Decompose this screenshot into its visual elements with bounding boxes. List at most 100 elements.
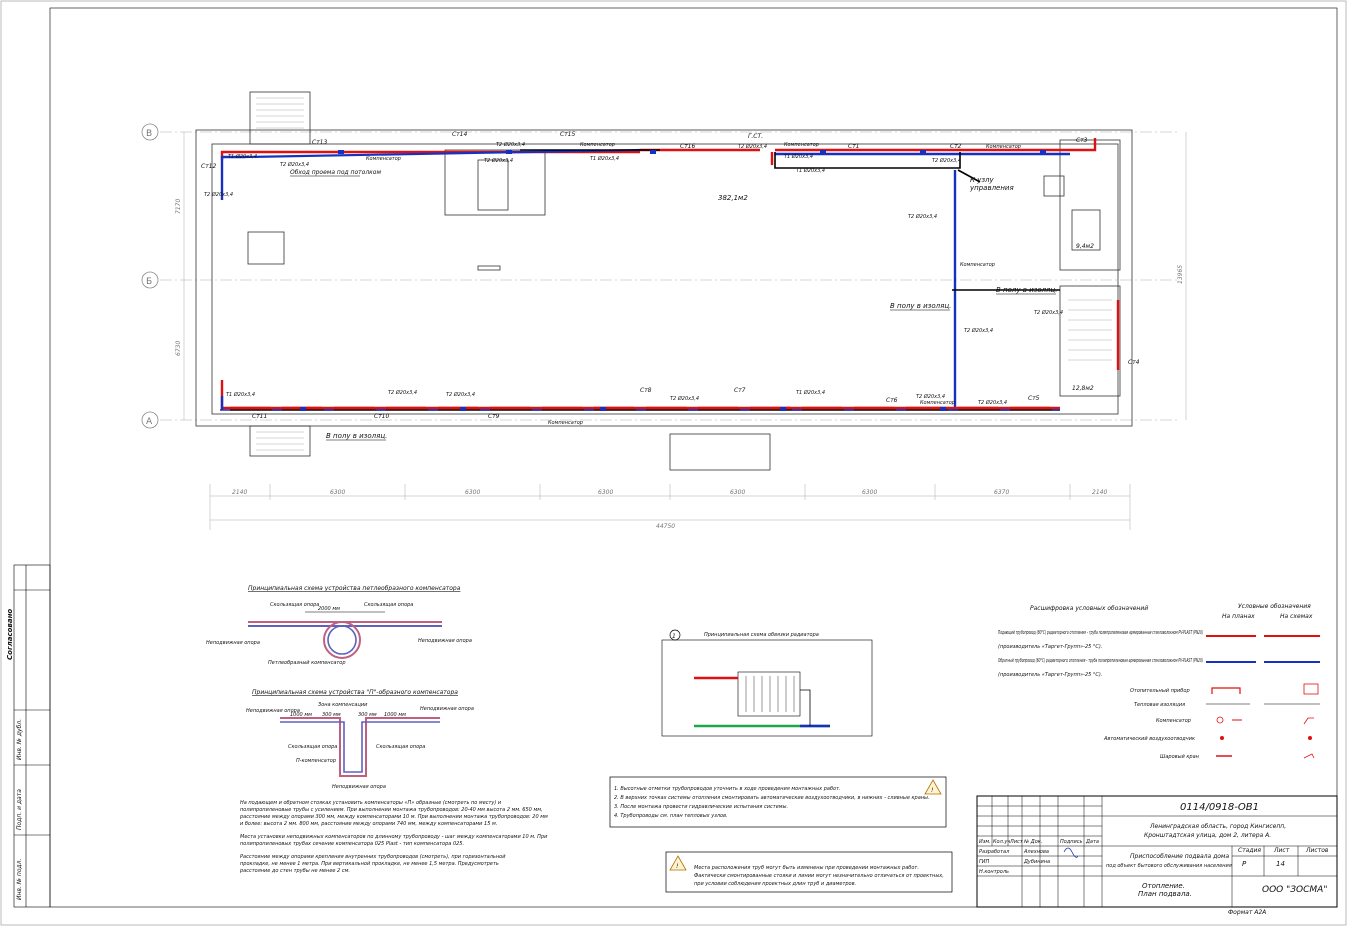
legend-supply: Подающий трубопровод (80°С) радиаторного… bbox=[998, 630, 1203, 636]
legend-supply-2: (производитель «Таргет-Групп»-25 °С). bbox=[998, 644, 1102, 650]
scheme2-title: Принципиальная схема устройства "П"-обра… bbox=[252, 689, 458, 696]
stoyak-label: Ст13 bbox=[312, 139, 328, 146]
pipe-label: Т1 Ø20х3,4 bbox=[796, 167, 825, 174]
side-agreed: Согласовано bbox=[6, 609, 14, 660]
pipe-label: Т1 Ø20х3,4 bbox=[784, 153, 813, 160]
scheme2-label: 300 мм bbox=[322, 712, 341, 718]
note-kompensator: Компенсатор bbox=[366, 156, 401, 162]
pipe-label: Т2 Ø20х3,4 bbox=[978, 399, 1007, 406]
stamp-sheets-head: Листов bbox=[1305, 847, 1329, 854]
legend-return: Обратный трубопровод (60°С) радиаторного… bbox=[998, 658, 1203, 664]
warning-line: при условии соблюдения проектных длин тр… bbox=[694, 881, 856, 887]
stamp-head: Подпись bbox=[1060, 839, 1083, 845]
warning-line: Места расположения труб могут быть измен… bbox=[694, 865, 919, 871]
stamp-stage-head: Стадия bbox=[1238, 847, 1261, 854]
dim-left-lower: 6730 bbox=[175, 341, 182, 356]
scheme2-label: Неподвижная опора bbox=[246, 708, 300, 714]
pipe-label: Т1 Ø20х3,4 bbox=[796, 389, 825, 396]
dim-segment: 6370 bbox=[994, 489, 1009, 496]
stamp-stage: Р bbox=[1242, 860, 1247, 868]
stoyak-label: Ст16 bbox=[680, 143, 696, 150]
dim-segment: 2140 bbox=[232, 489, 247, 496]
axis-top: В bbox=[146, 129, 152, 139]
pipe-label: Т2 Ø20х3,4 bbox=[484, 157, 513, 164]
scheme2-label: Неподвижная опора bbox=[420, 706, 474, 712]
note-k-uzlu: К узлу bbox=[970, 176, 995, 184]
scheme2-label: 1000 мм bbox=[384, 712, 406, 718]
dim-segment: 6300 bbox=[465, 489, 480, 496]
pipe-label: Т2 Ø20х3,4 bbox=[496, 141, 525, 148]
stairs-top-left bbox=[249, 91, 311, 145]
stamp-sheet: 14 bbox=[1276, 860, 1285, 868]
scheme2-label: Неподвижная опора bbox=[332, 784, 386, 790]
note-kompensator: Компенсатор bbox=[960, 262, 995, 268]
scheme2-label: Скользящая опора bbox=[288, 744, 337, 750]
stamp-code: 0114/0918-ОВ1 bbox=[1180, 802, 1259, 813]
frame-border bbox=[49, 7, 1338, 908]
dim-left-upper: 7170 bbox=[175, 199, 182, 214]
legend-row: Шаровый кран bbox=[1160, 754, 1200, 760]
stairs-center bbox=[444, 149, 546, 216]
scheme-loop-compensator: Принципиальная схема устройства петлеобр… bbox=[206, 585, 472, 666]
legend-row: Компенсатор bbox=[1156, 718, 1191, 724]
signature-mark bbox=[1063, 847, 1079, 858]
scheme-radiator: 1 Принципиальная схема обвязки радиатора bbox=[661, 629, 873, 737]
legend-row: Отопительный прибор bbox=[1130, 688, 1190, 694]
dim-segment: 6300 bbox=[730, 489, 745, 496]
stoyak-label: Ст14 bbox=[452, 131, 468, 138]
loop-circle bbox=[323, 621, 361, 659]
note-kompensator: Компенсатор bbox=[548, 420, 583, 426]
stamp-name: Алехнова bbox=[1023, 849, 1049, 855]
side-inv2: Инв. № подл. bbox=[16, 859, 23, 900]
legend-row: Автоматический воздухоотводчик bbox=[1103, 736, 1195, 742]
text-line: На подающем и обратном стояках установит… bbox=[240, 800, 502, 806]
warning-icon bbox=[924, 779, 942, 795]
text-line: расстояние до стен трубы не менее 2 см. bbox=[239, 868, 350, 874]
stoyak-label: Ст3 bbox=[1076, 137, 1088, 144]
stamp-object-1: Приспособление подвала дома bbox=[1130, 853, 1229, 860]
stamp-head: Кол.уч bbox=[993, 839, 1010, 845]
note-kompensator: Компенсатор bbox=[580, 142, 615, 148]
scheme1-label: 2000 мм bbox=[318, 606, 340, 612]
pipe-label: Т2 Ø20х3,4 bbox=[670, 395, 699, 402]
stoyak-label: Ст6 bbox=[886, 397, 898, 404]
stoyak-label: Ст10 bbox=[374, 413, 390, 420]
stoyak-label: Ст8 bbox=[640, 387, 652, 394]
stamp-head: Дата bbox=[1085, 839, 1099, 845]
pipe-label: Т2 Ø20х3,4 bbox=[738, 143, 767, 150]
building-inner bbox=[211, 143, 1119, 415]
note-obhod: Обход проема под потолком bbox=[290, 169, 381, 176]
stamp-address-2: Кронштадтская улица, дом 2, литера А. bbox=[1144, 832, 1271, 839]
text-block: На подающем и обратном стояках установит… bbox=[239, 800, 548, 874]
title-block: 0114/0918-ОВ1 Ленинградская область, гор… bbox=[976, 795, 1338, 916]
right-room-lower bbox=[1059, 285, 1121, 397]
scheme2-label: 1000 мм bbox=[290, 712, 312, 718]
legend: Расшифровка условных обозначений Условны… bbox=[998, 603, 1320, 760]
pipe-label: Т2 Ø20х3,4 bbox=[908, 213, 937, 220]
legend-return-2: (производитель «Таргет-Групп»-25 °С). bbox=[998, 672, 1102, 678]
text-line: Места установки неподвижных компенсаторо… bbox=[240, 834, 548, 840]
text-line: прокладке, не менее 1 метра. При вертика… bbox=[240, 861, 499, 867]
scheme2-label: 300 мм bbox=[358, 712, 377, 718]
note-line: 2. В верхних точках системы отопления см… bbox=[614, 795, 930, 801]
pipe-label: Т2 Ø20х3,4 bbox=[280, 161, 309, 168]
note-v-polu: В полу в изоляц. bbox=[326, 432, 387, 440]
return-pipe-top bbox=[220, 155, 245, 200]
stoyak-label: Ст7 bbox=[734, 387, 746, 394]
stoyak-label: Ст4 bbox=[1128, 359, 1140, 366]
stamp-format: Формат А2А bbox=[1228, 909, 1266, 916]
stamp-head: Лист bbox=[1009, 839, 1024, 845]
scheme2-label: Зона компенсации bbox=[318, 702, 368, 708]
stoyak-label: Ст2 bbox=[950, 143, 962, 150]
stamp-drawing-2: План подвала. bbox=[1138, 890, 1192, 898]
area-right-lower: 12,8м2 bbox=[1072, 385, 1094, 392]
stamp-head: Изм. bbox=[979, 839, 991, 845]
black-loop bbox=[774, 152, 961, 169]
svg-text:1: 1 bbox=[672, 633, 676, 640]
stamp-role: Н.контроль bbox=[979, 869, 1009, 875]
dim-right: 13965 bbox=[1177, 265, 1184, 284]
stoyak-label: Ст12 bbox=[201, 163, 217, 170]
pipe-label: Т2 Ø20х3,4 bbox=[964, 327, 993, 334]
svg-text:!: ! bbox=[931, 787, 933, 794]
